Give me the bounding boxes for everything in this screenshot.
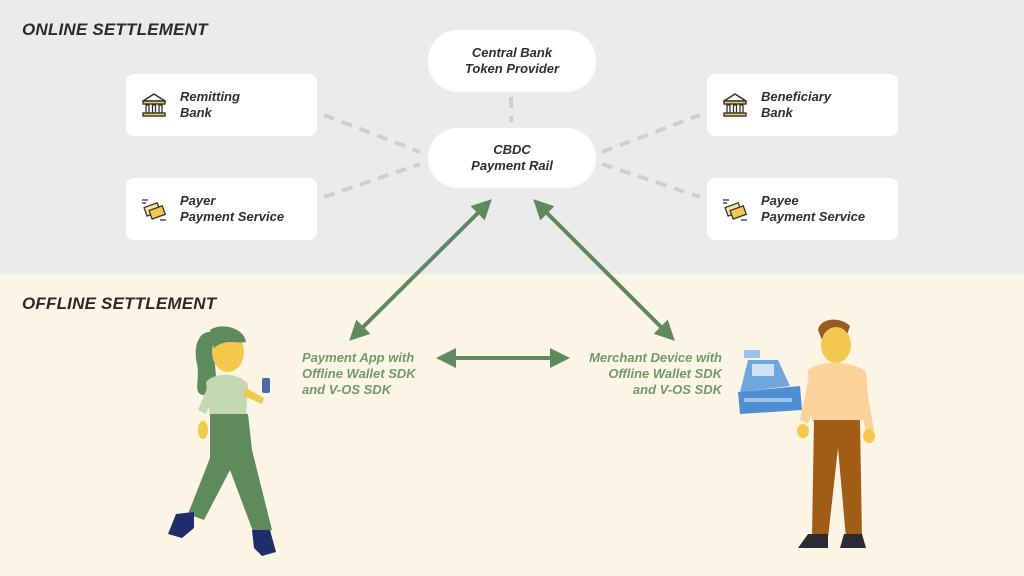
- payer-service-label-line1: Payer: [180, 193, 216, 208]
- arrow-cbdc-merchant-device: [533, 199, 675, 341]
- merchant-device-line2: Offline Wallet SDK: [608, 366, 722, 381]
- payment-app-line3: and V-OS SDK: [302, 382, 392, 397]
- link-beneficiary-bank-cbdc: [601, 113, 701, 154]
- payee-service-label-line1: Payee: [761, 193, 799, 208]
- bank-icon: [723, 93, 747, 117]
- beneficiary-bank-label-line1: Beneficiary: [761, 89, 832, 104]
- cbdc-payment-rail-node: CBDC Payment Rail: [428, 128, 596, 188]
- bank-icon: [142, 93, 166, 117]
- cbdc-label-line1: CBDC: [493, 142, 531, 157]
- central-bank-label-line2: Token Provider: [464, 61, 560, 76]
- online-settlement-title: ONLINE SETTLEMENT: [22, 20, 208, 39]
- offline-settlement-title: OFFLINE SETTLEMENT: [22, 294, 217, 313]
- arrow-cbdc-payment-app: [349, 199, 492, 341]
- payee-payment-service-node: Payee Payment Service: [707, 178, 898, 240]
- beneficiary-bank-label-line2: Bank: [761, 105, 793, 120]
- cash-register-illustration: [738, 350, 802, 414]
- merchant-device-line3: and V-OS SDK: [632, 382, 722, 397]
- payment-app-line1: Payment App with: [302, 350, 415, 365]
- link-remitting-bank-cbdc: [323, 113, 421, 154]
- merchant-device-label: Merchant Device with Offline Wallet SDK …: [589, 350, 722, 398]
- payer-payment-service-node: Payer Payment Service: [126, 178, 317, 240]
- money-transfer-icon: [723, 199, 748, 221]
- cbdc-label-line2: Payment Rail: [471, 158, 553, 173]
- remitting-bank-node: Remitting Bank: [126, 74, 317, 136]
- central-bank-token-provider-node: Central Bank Token Provider: [428, 30, 596, 92]
- beneficiary-bank-node: Beneficiary Bank: [707, 74, 898, 136]
- money-transfer-icon: [142, 199, 167, 221]
- link-payee-service-cbdc: [601, 162, 701, 199]
- payer-service-label-line2: Payment Service: [180, 209, 285, 224]
- remitting-bank-label-line1: Remitting: [180, 89, 240, 104]
- merchant-device-line1: Merchant Device with: [589, 350, 722, 365]
- payee-person-illustration: [797, 319, 875, 548]
- payment-app-label: Payment App with Offline Wallet SDK and …: [302, 350, 416, 398]
- link-payer-service-cbdc: [323, 162, 421, 199]
- remitting-bank-label-line2: Bank: [180, 105, 212, 120]
- central-bank-label-line1: Central Bank: [471, 45, 553, 60]
- payment-app-line2: Offline Wallet SDK: [302, 366, 416, 381]
- payee-service-label-line2: Payment Service: [761, 209, 866, 224]
- payer-person-illustration: [168, 326, 276, 556]
